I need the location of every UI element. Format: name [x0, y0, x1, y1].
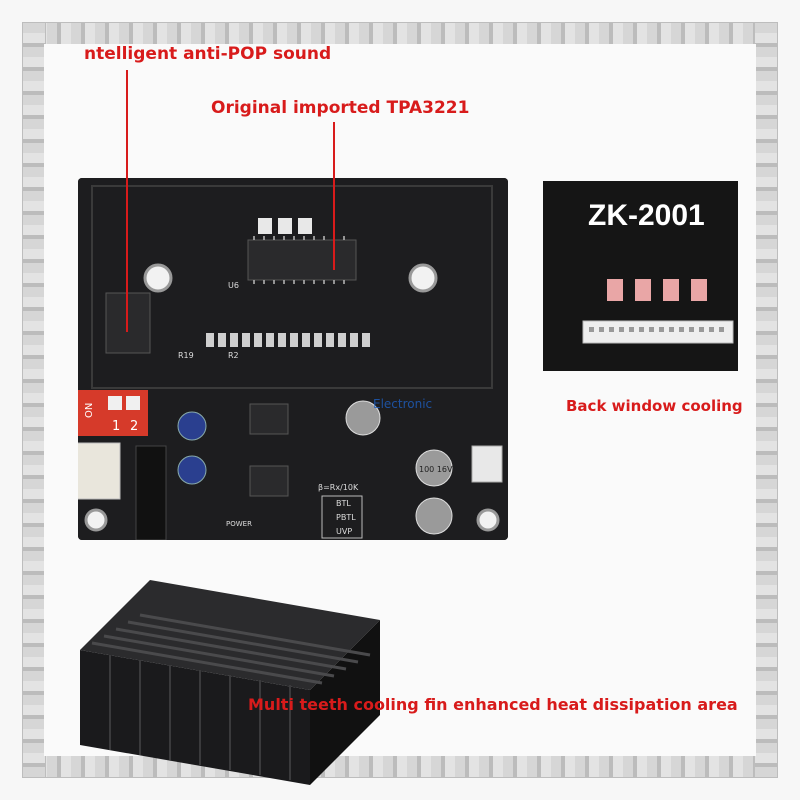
mounting-hole	[143, 263, 173, 293]
capacitor-blue	[177, 411, 207, 441]
callout-heatsink: Multi teeth cooling fin enhanced heat di…	[248, 695, 738, 714]
leader-line-anti-pop	[126, 70, 128, 332]
capacitor-grey	[415, 497, 453, 535]
silk-r19: R19	[178, 351, 194, 360]
capacitor-blue	[177, 455, 207, 485]
audio-jack	[135, 445, 167, 540]
legend-pbtl: PBTL	[336, 513, 356, 522]
thermal-pad	[635, 279, 651, 301]
callout-back-window: Back window cooling	[566, 397, 743, 415]
silk-r2: R2	[228, 351, 239, 360]
dip-switch-on-label: ON	[84, 403, 95, 418]
output-connector	[471, 445, 503, 483]
capacitor-grey	[415, 449, 453, 487]
callout-anti-pop: ntelligent anti-POP sound	[84, 44, 332, 64]
back-window-panel: ZK-2001	[543, 181, 738, 371]
capacitor-label: 100 16V	[419, 465, 453, 474]
frame-right-bar	[754, 22, 778, 778]
ic-chip	[249, 465, 289, 497]
mounting-hole	[408, 263, 438, 293]
amplifier-board-artwork: ON 1 2 100 16V Electronic R19 R2 U6 β=Rx…	[78, 178, 508, 540]
input-connector	[78, 442, 121, 500]
leader-line-chip	[333, 122, 335, 270]
ic-chip	[249, 403, 289, 435]
mounting-hole	[84, 508, 108, 532]
pin-header	[582, 320, 734, 344]
board-outline	[91, 185, 493, 389]
dip-switch-1-label: 1	[112, 419, 120, 434]
capacitor-grey	[345, 400, 381, 436]
frame-left-bar	[22, 22, 46, 778]
thermal-pad	[691, 279, 707, 301]
silk-formula: β=Rx/10K	[318, 483, 359, 492]
ic-chip	[105, 292, 151, 354]
thermal-pad	[663, 279, 679, 301]
legend-uvp: UVP	[336, 527, 352, 536]
silk-u6: U6	[228, 281, 239, 290]
panel-artwork	[582, 279, 734, 344]
watermark-text: Electronic	[373, 397, 432, 411]
thermal-pad	[607, 279, 623, 301]
panel-model-label: ZK-2001	[588, 199, 705, 232]
silk-power: POWER	[226, 520, 252, 528]
frame-top-bar	[22, 22, 778, 46]
mounting-hole	[476, 508, 500, 532]
dip-switch-2-label: 2	[130, 419, 138, 434]
legend-btl: BTL	[336, 499, 351, 508]
tpa3221-chip	[247, 239, 357, 281]
callout-chip: Original imported TPA3221	[211, 98, 470, 118]
heatsink	[80, 580, 380, 785]
amplifier-board: ON 1 2 100 16V Electronic R19 R2 U6 β=Rx…	[78, 178, 508, 540]
